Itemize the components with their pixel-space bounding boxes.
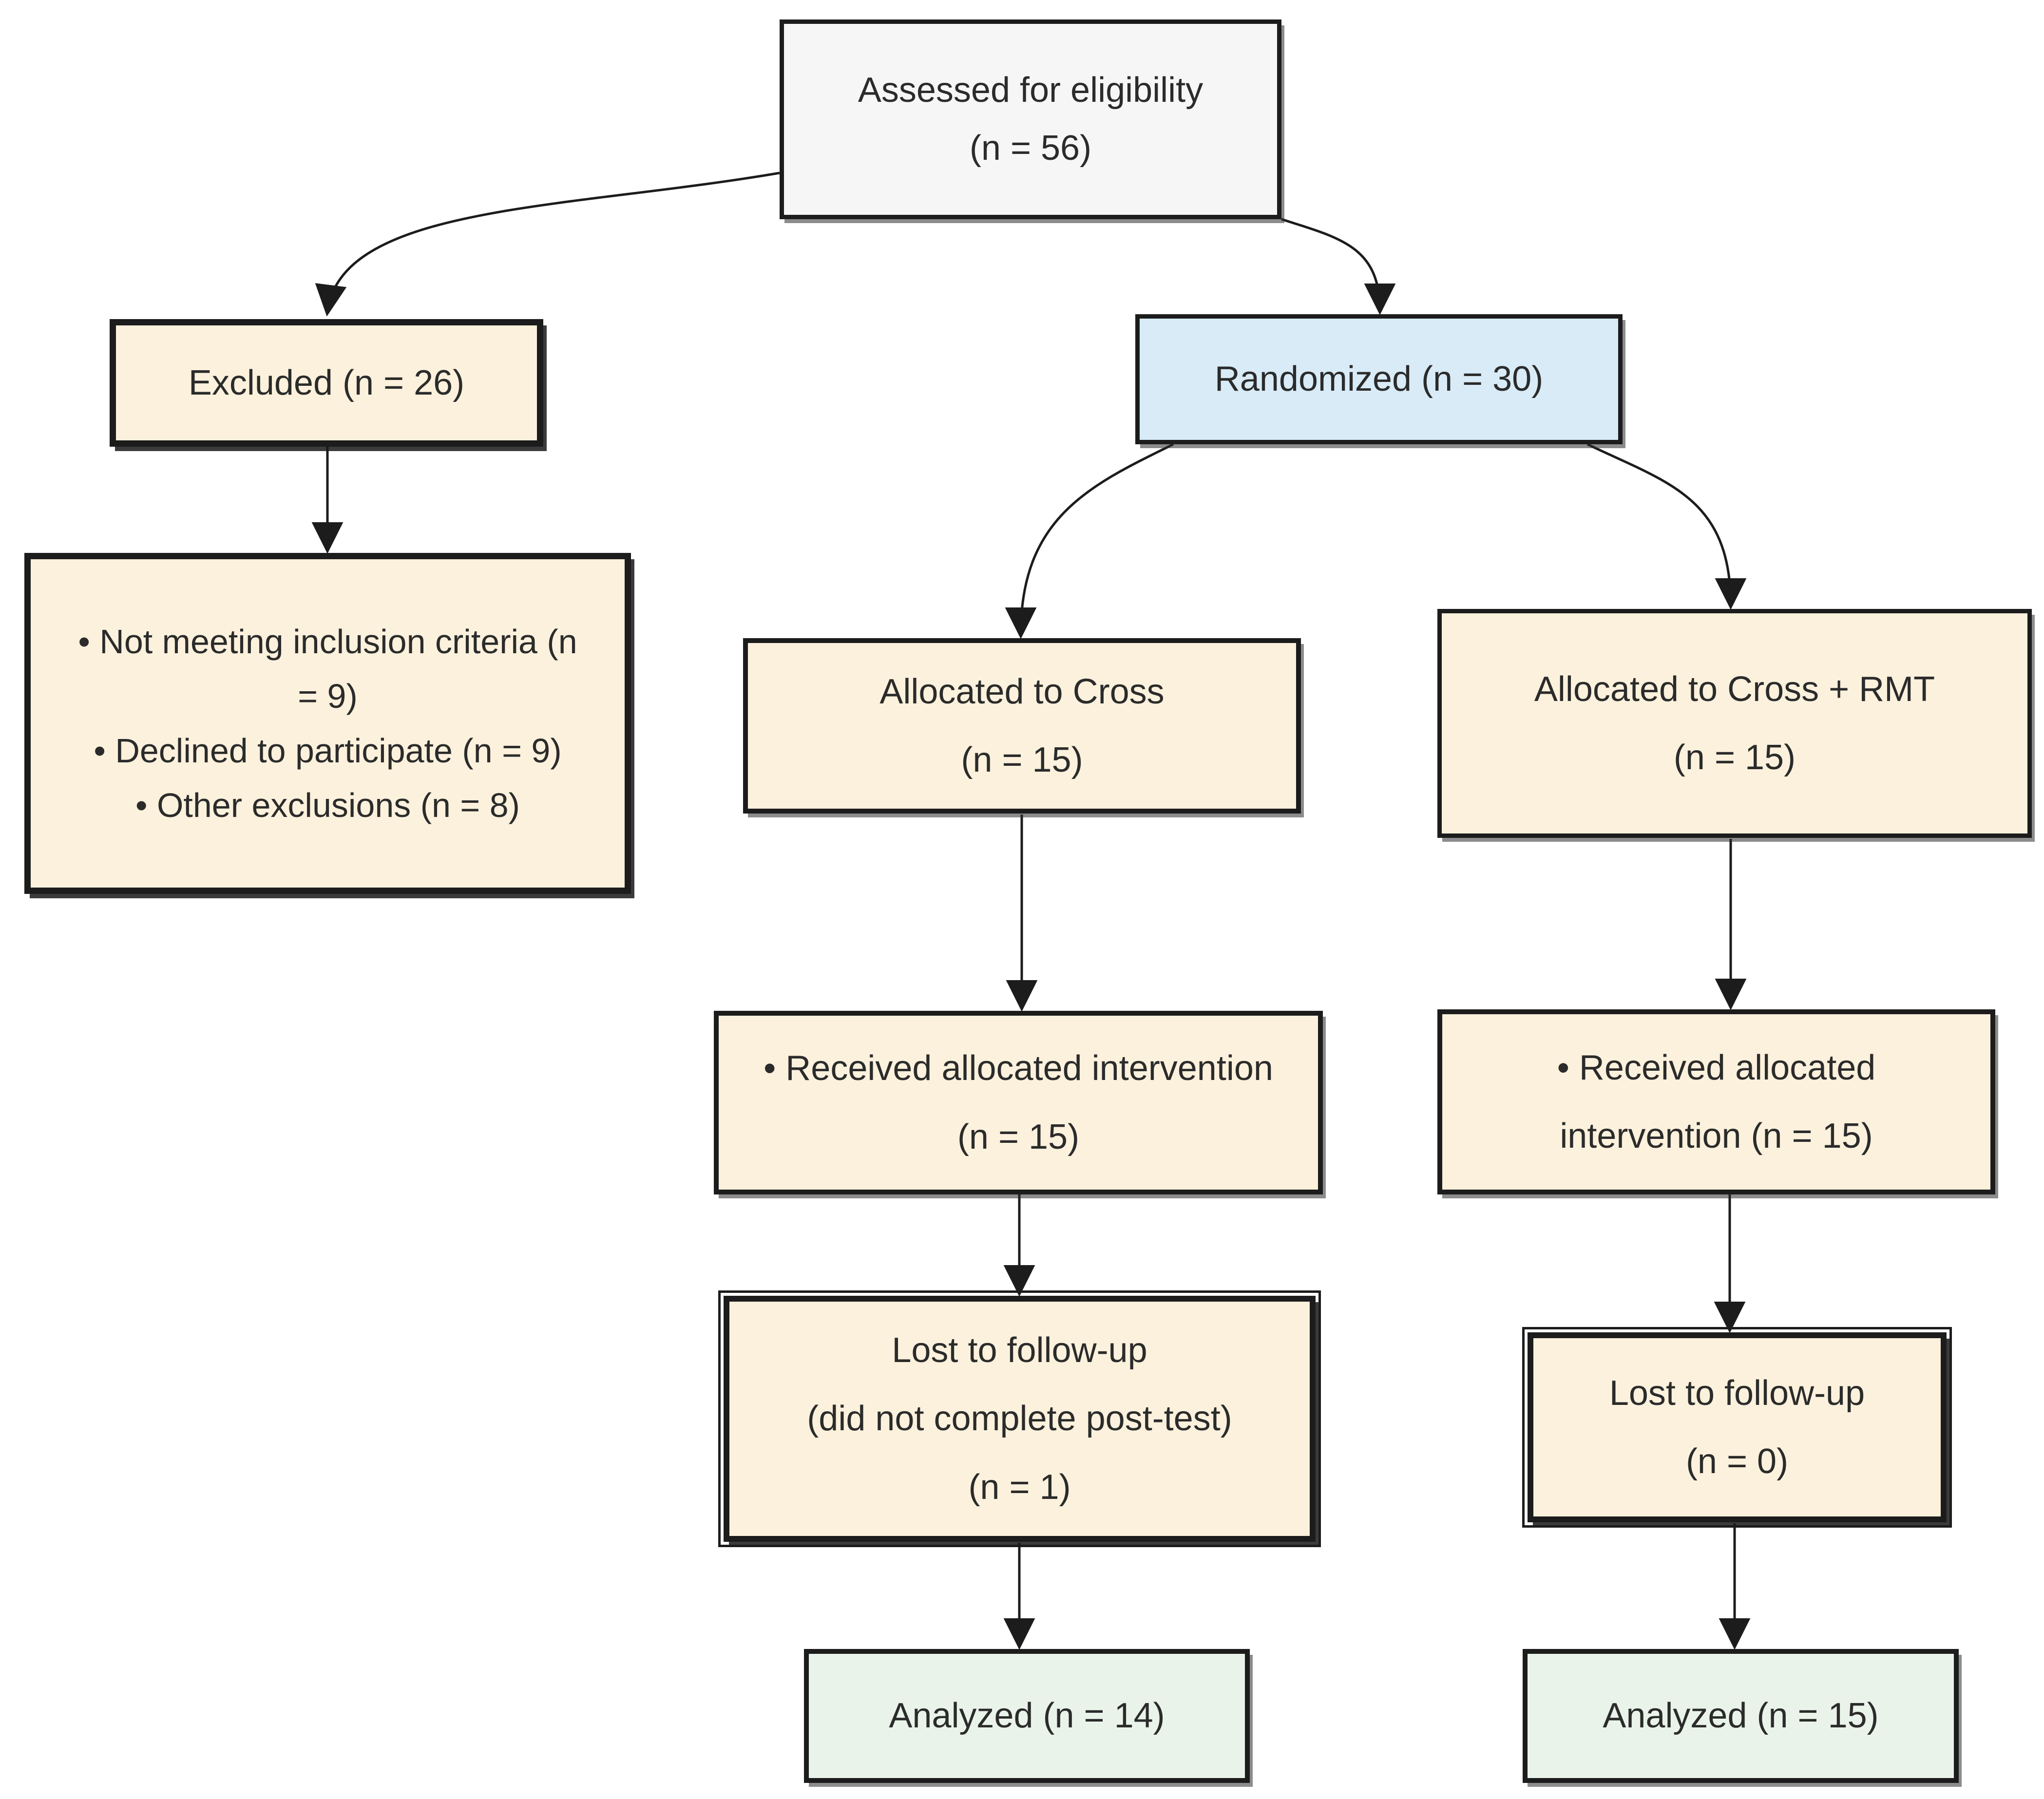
lost-cross-label: Lost to follow-up: [892, 1330, 1147, 1370]
lost-cross-rmt-count: (n = 0): [1685, 1442, 1789, 1481]
lost-cross-rmt-label: Lost to follow-up: [1609, 1373, 1865, 1413]
received-cross-rmt-label: • Received allocated intervention (n = 1…: [1557, 1048, 1876, 1155]
analyzed-cross-label: Analyzed (n = 14): [889, 1696, 1165, 1736]
box-allocated-cross-rmt: Allocated to Cross + RMT (n = 15): [1437, 609, 2032, 838]
allocated-cross-count: (n = 15): [961, 740, 1083, 779]
box-analyzed-cross: Analyzed (n = 14): [804, 1649, 1250, 1783]
exclusion-reason: • Not meeting inclusion criteria (n = 9): [78, 623, 577, 715]
box-excluded: Excluded (n = 26): [110, 319, 543, 447]
arrow-randomized-to-cross-rmt: [1586, 443, 1747, 610]
box-received-cross-rmt: • Received allocated intervention (n = 1…: [1437, 1009, 1995, 1194]
assessed-count: (n = 56): [969, 129, 1092, 168]
lost-cross-detail: (did not complete post-test): [807, 1399, 1232, 1439]
box-assessed: Assessed for eligibility (n = 56): [780, 19, 1281, 219]
assessed-label: Assessed for eligibility: [858, 71, 1203, 110]
arrow-randomized-to-cross: [1005, 443, 1174, 639]
lost-cross-count: (n = 1): [968, 1467, 1071, 1507]
box-received-cross: • Received allocated intervention (n = 1…: [714, 1011, 1323, 1194]
received-cross-label: • Received allocated intervention (n = 1…: [764, 1049, 1273, 1156]
allocated-cross-rmt-label: Allocated to Cross + RMT: [1534, 669, 1935, 709]
arrow-assessed-to-excluded: [315, 171, 780, 317]
arrow-assessed-to-randomized: [1281, 218, 1396, 315]
randomized-label: Randomized (n = 30): [1214, 360, 1544, 399]
allocated-cross-rmt-count: (n = 15): [1673, 738, 1796, 777]
box-randomized: Randomized (n = 30): [1135, 314, 1623, 444]
box-lost-cross: Lost to follow-up (did not complete post…: [718, 1290, 1321, 1547]
exclusion-reason: • Declined to participate (n = 9): [94, 732, 562, 770]
box-lost-cross-rmt: Lost to follow-up (n = 0): [1522, 1327, 1952, 1528]
box-analyzed-cross-rmt: Analyzed (n = 15): [1523, 1649, 1959, 1783]
exclusion-reason: • Other exclusions (n = 8): [135, 786, 520, 824]
box-exclusion-reasons: • Not meeting inclusion criteria (n = 9)…: [24, 553, 631, 894]
excluded-label: Excluded (n = 26): [188, 363, 465, 402]
analyzed-cross-rmt-label: Analyzed (n = 15): [1603, 1696, 1879, 1736]
allocated-cross-label: Allocated to Cross: [879, 672, 1165, 711]
box-allocated-cross: Allocated to Cross (n = 15): [743, 638, 1301, 814]
